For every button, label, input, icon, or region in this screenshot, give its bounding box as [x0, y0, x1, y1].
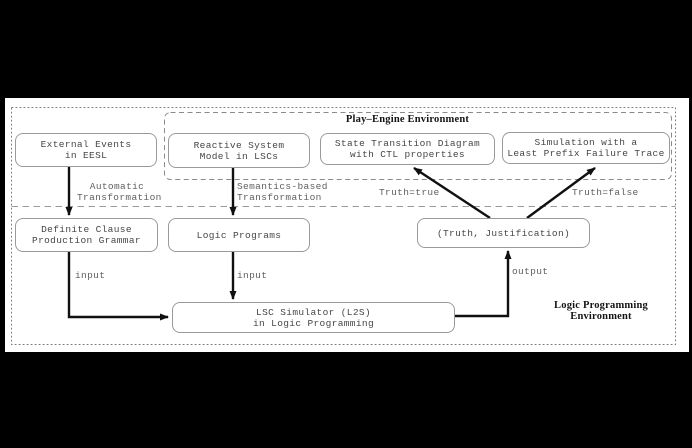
label-input-middle: input: [237, 270, 268, 281]
label-output: output: [512, 266, 549, 277]
box-simulation-failure-trace: Simulation with a Least Prefix Failure T…: [502, 132, 670, 164]
box-truth-justification: (Truth, Justification): [417, 218, 590, 248]
box-lsc-simulator: LSC Simulator (L2S) in Logic Programming: [172, 302, 455, 333]
box-external-events-label: External Events in EESL: [40, 139, 132, 161]
play-engine-environment-title: Play–Engine Environment: [345, 114, 470, 125]
label-truth-true: Truth=true: [379, 187, 440, 198]
box-logic-programs-label: Logic Programs: [196, 229, 282, 241]
box-reactive-system: Reactive System Model in LSCs: [168, 133, 310, 168]
label-semantics-transformation: Semantics-based Transformation: [237, 181, 328, 203]
box-lsc-simulator-label: LSC Simulator (L2S) in Logic Programming: [252, 306, 375, 329]
box-definite-clause-grammar-label: Definite Clause Production Grammar: [32, 224, 141, 246]
label-automatic-transformation: Automatic Transformation: [77, 181, 162, 203]
box-reactive-system-label: Reactive System Model in LSCs: [193, 139, 285, 162]
box-definite-clause-grammar: Definite Clause Production Grammar: [15, 218, 158, 252]
label-input-left: input: [75, 270, 106, 281]
label-truth-false: Truth=false: [572, 187, 639, 198]
box-logic-programs: Logic Programs: [168, 218, 310, 252]
box-truth-justification-label: (Truth, Justification): [436, 227, 571, 239]
box-simulation-failure-trace-label: Simulation with a Least Prefix Failure T…: [507, 137, 665, 159]
box-state-transition-diagram-label: State Transition Diagram with CTL proper…: [334, 138, 481, 160]
box-external-events: External Events in EESL: [15, 133, 157, 167]
logic-programming-environment-title: Logic Programming Environment: [554, 300, 648, 322]
box-state-transition-diagram: State Transition Diagram with CTL proper…: [320, 133, 495, 165]
